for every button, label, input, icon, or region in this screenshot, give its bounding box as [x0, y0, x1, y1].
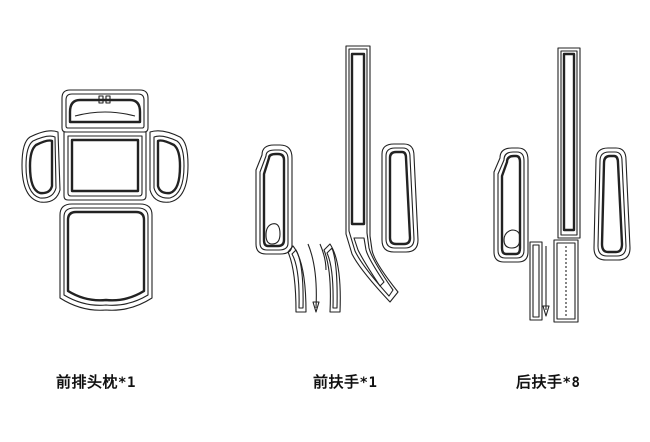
caption-front-headrest: 前排头枕*1: [56, 371, 136, 392]
caption-rear-armrest: 后扶手*8: [516, 371, 580, 392]
headrest-center-panel: [63, 131, 147, 201]
caption-qty: *1: [118, 375, 136, 391]
caption-qty: *1: [359, 375, 378, 391]
caption-label: 后扶手: [516, 373, 563, 391]
headrest-part-group: [21, 89, 189, 311]
rear-armrest-bottom-strip: [553, 239, 579, 323]
front-armrest-part-group: [255, 45, 419, 313]
rear-armrest-left-piece: [493, 147, 529, 263]
headrest-right-panel: [149, 130, 189, 203]
rear-armrest-part-group: [493, 47, 631, 323]
caption-qty: *8: [562, 375, 581, 391]
caption-label: 前扶手: [313, 373, 360, 391]
rear-armrest-tall-strip: [557, 47, 581, 239]
front-armrest-curved-strips: [287, 243, 341, 313]
rear-armrest-right-piece: [593, 147, 631, 261]
front-armrest-tall-strip: [345, 45, 399, 303]
rear-armrest-small-strip: [529, 241, 550, 321]
front-armrest-right-piece: [381, 143, 419, 253]
caption-label: 前排头枕: [56, 373, 119, 391]
headrest-top-tab: [61, 89, 149, 133]
headrest-lower-panel: [59, 203, 153, 311]
headrest-left-panel: [21, 130, 61, 203]
front-armrest-left-piece: [255, 144, 293, 255]
caption-front-armrest: 前扶手*1: [313, 371, 377, 392]
